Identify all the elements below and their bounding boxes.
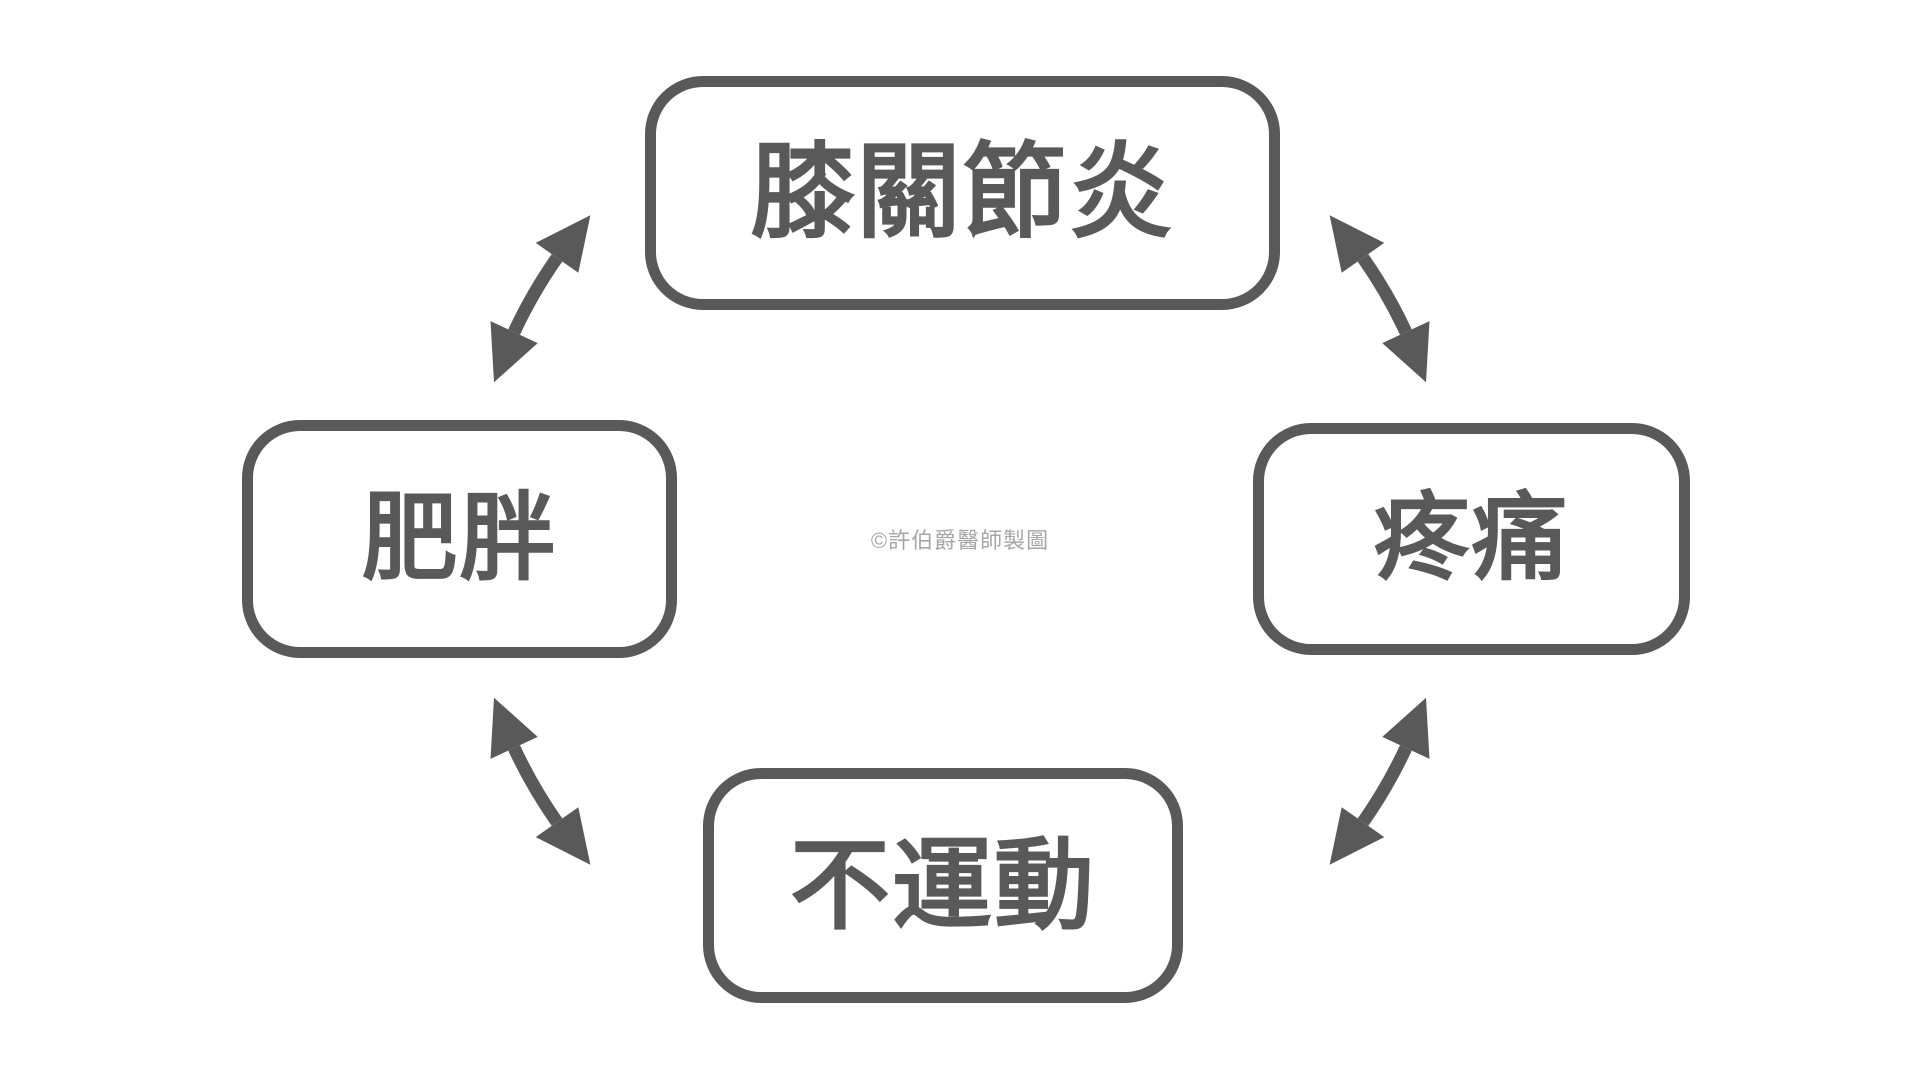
arrowhead-icon [535,807,591,865]
arrow-pain-no-exercise [1329,697,1430,865]
arrow-no-exercise-obesity [490,697,591,865]
watermark: ©許伯爵醫師製圖 [870,528,1050,553]
node-knee-arthritis-label: 膝關節炎 [750,135,1175,251]
arrow-obesity-knee-arthritis [490,215,591,383]
node-pain-label: 疼痛 [1373,485,1570,592]
node-no-exercise-label: 不運動 [790,829,1096,942]
arrowhead-icon [1382,321,1430,383]
arrowhead-icon [490,321,538,383]
node-obesity: 肥胖 [242,420,677,658]
node-pain: 疼痛 [1253,423,1690,655]
arrowhead-icon [1329,215,1385,273]
node-no-exercise: 不運動 [703,768,1183,1003]
arrowhead-icon [1329,807,1385,865]
arrowhead-icon [490,697,538,759]
node-knee-arthritis: 膝關節炎 [645,76,1280,310]
arrowhead-icon [535,215,591,273]
node-obesity-label: 肥胖 [361,485,558,592]
arrowhead-icon [1382,697,1430,759]
arrow-knee-arthritis-pain [1329,215,1430,383]
